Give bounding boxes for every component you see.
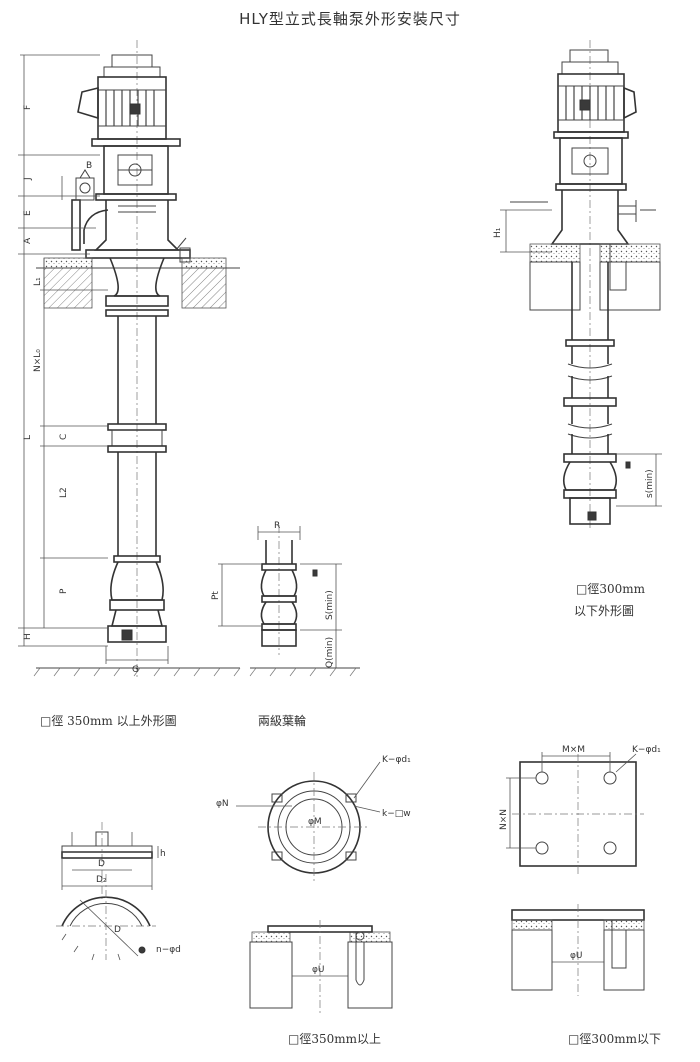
label-L2: L2: [59, 487, 69, 498]
label-F: F: [23, 105, 33, 110]
circular-base-labels: φN φM K−φd₁ k−□w: [216, 755, 411, 827]
label-h: h: [160, 849, 166, 859]
label-Qmin: Q(min): [325, 637, 335, 668]
impeller-dimension-labels: R Pt S(min) Q(min): [211, 521, 335, 668]
label-B: B: [86, 161, 92, 171]
right-dimension-labels: H₁ s(min): [493, 227, 655, 498]
flange-dimension-labels: D D₂ h D n−φd: [96, 849, 181, 955]
right-pump-elevation: [500, 40, 662, 530]
label-C: C: [59, 434, 69, 440]
label-MxM: M×M: [562, 745, 585, 755]
two-stage-impeller-detail: [218, 525, 360, 677]
caption-two-stage: 兩級葉輪: [258, 714, 307, 728]
label-Pt: Pt: [211, 591, 221, 600]
label-P: P: [59, 588, 69, 594]
left-pump-elevation: [18, 40, 241, 680]
label-smin: s(min): [645, 469, 655, 498]
foundation-section-large: [249, 920, 393, 1016]
foundation-section-small: [511, 904, 645, 996]
label-NxN: N×N: [499, 809, 509, 830]
label-D2: D₂: [96, 875, 107, 885]
circular-base-plan: [236, 761, 381, 882]
square-base-labels: M×M K−φd₁ N×N: [499, 745, 661, 830]
square-base-plan: [506, 752, 644, 874]
label-NxL0: N×L₀: [33, 349, 43, 372]
label-G: G: [132, 665, 139, 675]
label-L1: L₁: [33, 277, 43, 286]
label-kw: k−□w: [382, 809, 411, 819]
label-J: J: [23, 177, 33, 181]
label-phiU2: φU: [570, 951, 583, 961]
label-phiU: φU: [312, 965, 325, 975]
foundation-section-labels: φU φU: [312, 951, 583, 975]
page-title: HLY型立式長軸泵外形安裝尺寸: [239, 10, 461, 28]
caption-bottom-large: □徑350mm以上: [288, 1032, 382, 1046]
caption-small-size-2: 以下外形圖: [574, 604, 635, 618]
label-phiN: φN: [216, 799, 229, 809]
flange-section-detail: [61, 822, 159, 900]
label-nd: n−φd: [156, 945, 181, 955]
label-phiM: φM: [308, 817, 322, 827]
label-L: L: [23, 435, 33, 440]
left-dimension-labels: F J E A B L₁ N×L₀ L C L2 P H G: [23, 105, 139, 675]
label-Kd1b: K−φd₁: [632, 745, 661, 755]
label-H: H: [23, 633, 33, 640]
label-D: D: [98, 859, 105, 869]
label-H1: H₁: [493, 227, 503, 238]
label-A: A: [23, 237, 33, 244]
label-D-diameter: D: [114, 925, 121, 935]
caption-large-size: □徑 350mm 以上外形圖: [40, 714, 177, 728]
caption-small-size-1: □徑300mm: [576, 582, 646, 596]
label-Smin: S(min): [325, 590, 335, 620]
caption-bottom-small: □徑300mm以下: [568, 1032, 662, 1046]
label-E: E: [23, 210, 33, 216]
flange-plan-detail: [56, 874, 156, 961]
label-R: R: [274, 521, 280, 531]
label-Kd1: K−φd₁: [382, 755, 411, 765]
